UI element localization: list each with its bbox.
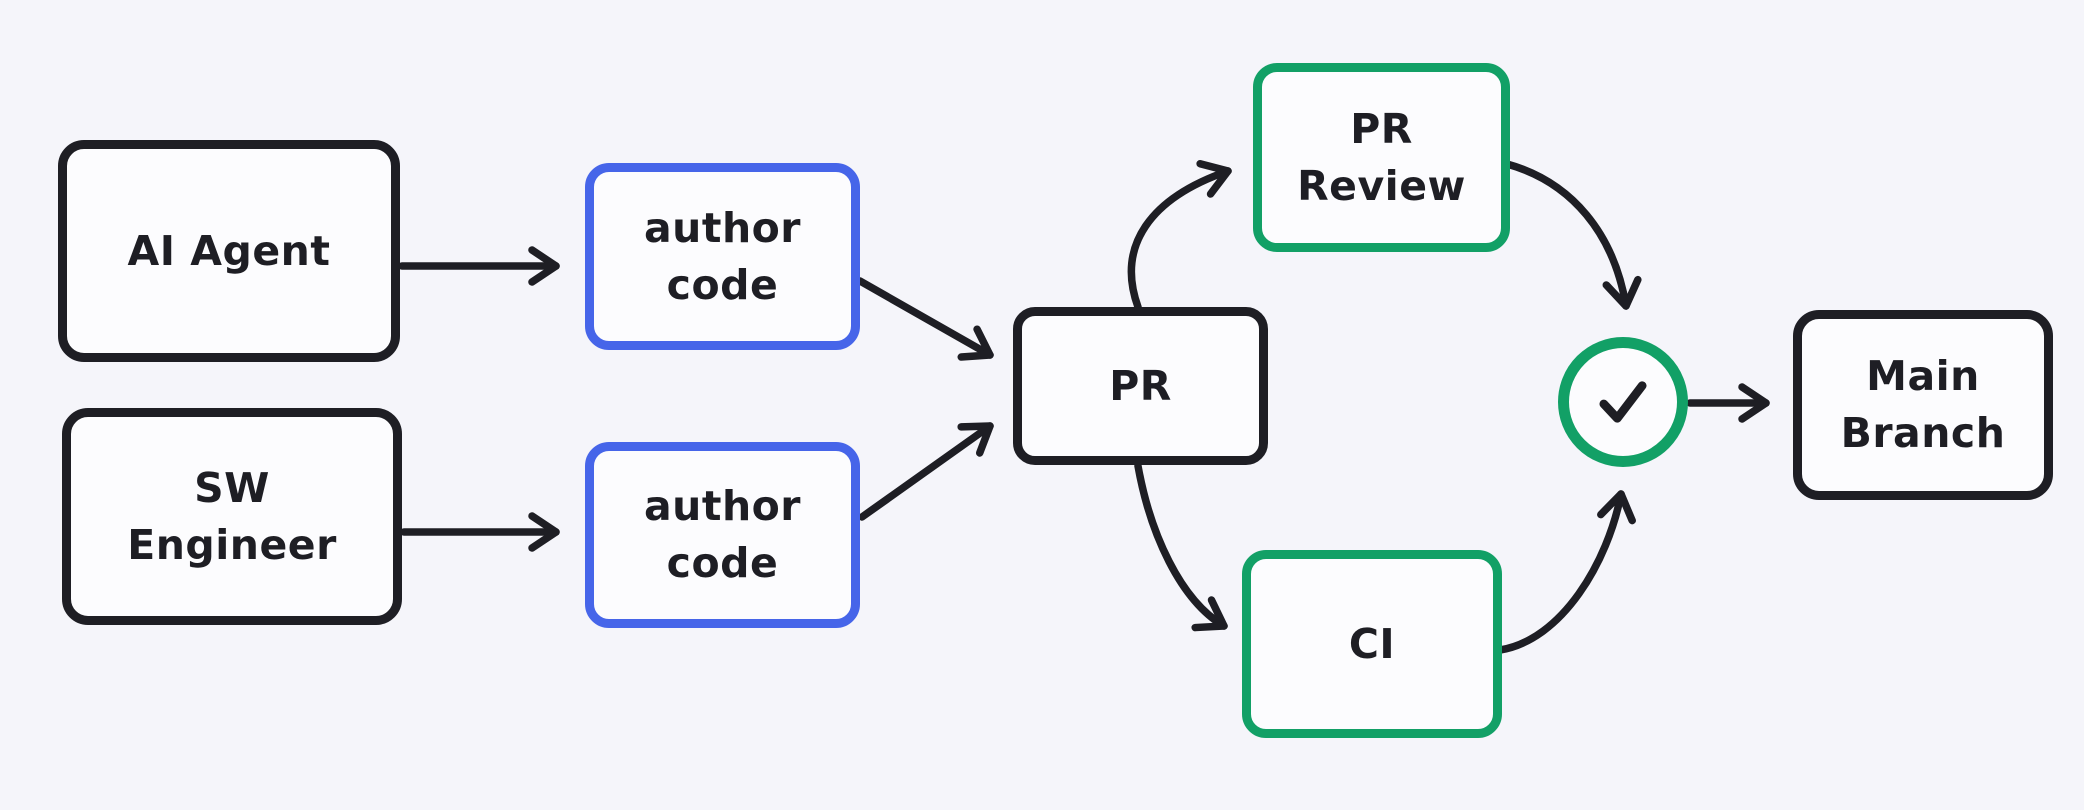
- node-main-branch: Main Branch: [1793, 310, 2053, 500]
- node-author-code-bottom-label: author code: [643, 482, 802, 587]
- node-ci-label: CI: [1348, 619, 1396, 668]
- node-pr-label: PR: [1109, 361, 1172, 410]
- node-approval-check: [1558, 337, 1688, 467]
- edge-author-code-top-to-pr: [856, 277, 994, 361]
- check-icon: [1599, 381, 1647, 423]
- node-author-code-bottom: author code: [585, 442, 860, 628]
- node-ai-agent-label: AI Agent: [127, 226, 331, 275]
- edge-pr-review-to-check: [1503, 160, 1642, 310]
- node-sw-engineer-label: SW Engineer: [127, 463, 337, 569]
- edge-pr-to-pr-review: [1127, 159, 1232, 311]
- node-ci: CI: [1242, 550, 1502, 738]
- node-pr: PR: [1013, 307, 1268, 465]
- edge-ci-to-check: [1496, 490, 1636, 654]
- edge-author-code-bottom-to-pr: [858, 422, 994, 521]
- node-main-branch-label: Main Branch: [1840, 352, 2006, 457]
- node-sw-engineer: SW Engineer: [62, 408, 402, 625]
- node-ai-agent: AI Agent: [58, 140, 400, 362]
- edge-pr-to-ci: [1134, 462, 1228, 632]
- node-author-code-top: author code: [585, 163, 860, 350]
- node-author-code-top-label: author code: [643, 203, 802, 309]
- node-pr-review-label: PR Review: [1297, 104, 1466, 210]
- node-pr-review: PR Review: [1253, 63, 1510, 252]
